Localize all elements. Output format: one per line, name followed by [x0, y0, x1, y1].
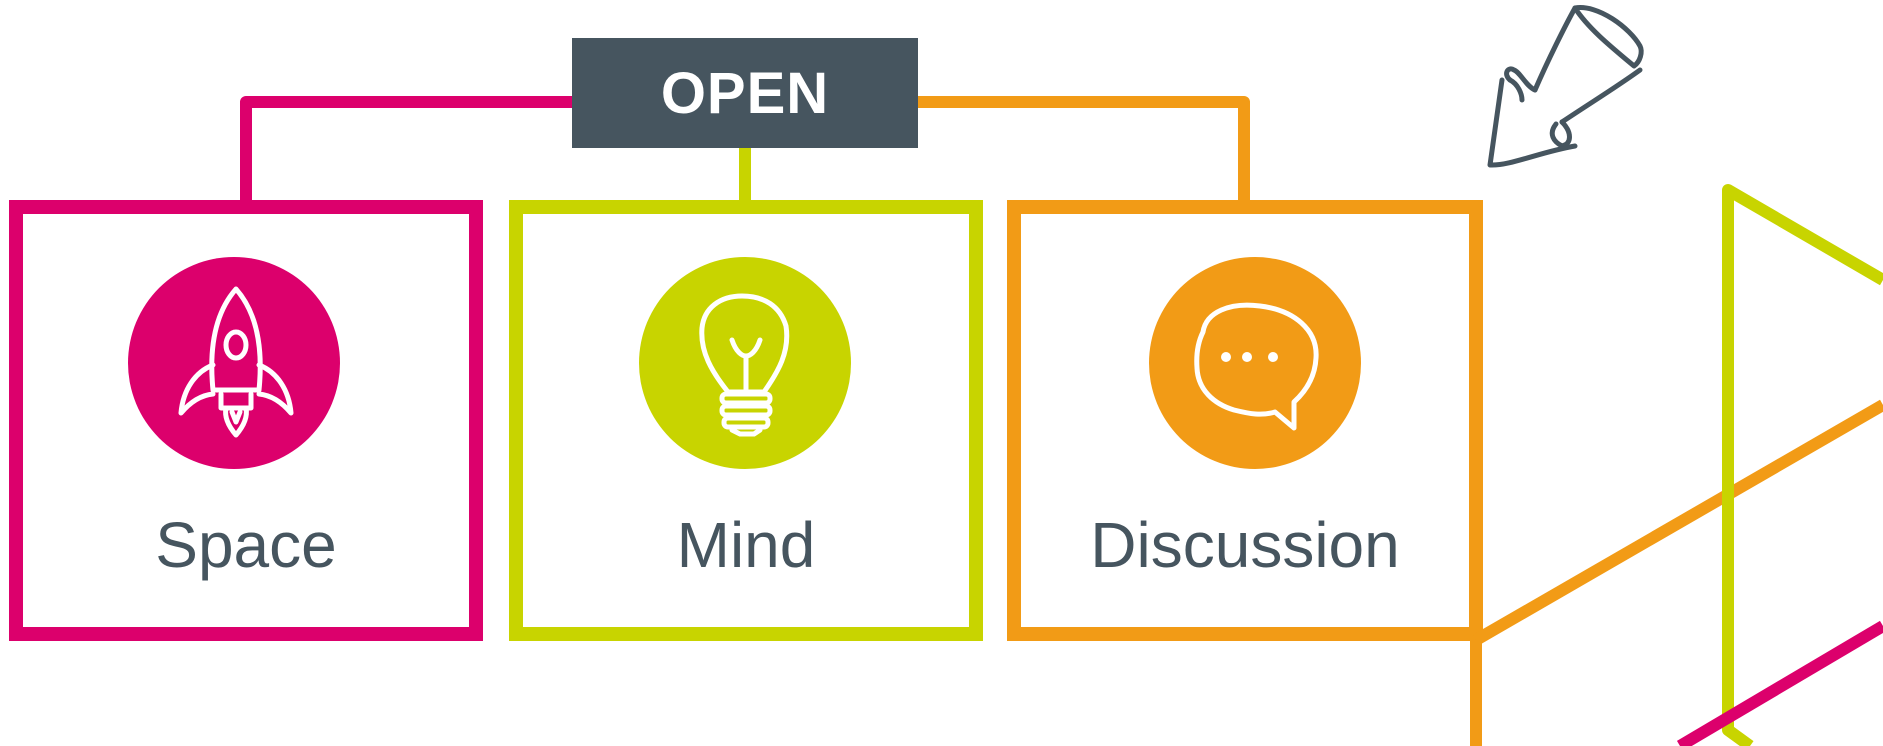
- deco-line-pink: [1676, 620, 1883, 746]
- rocket-icon: [178, 286, 294, 438]
- lightbulb-icon: [699, 293, 790, 437]
- header-open: OPEN: [572, 38, 918, 148]
- circle-space: [128, 257, 340, 469]
- card-label-space: Space: [155, 509, 337, 581]
- card-label-discussion: Discussion: [1090, 509, 1400, 581]
- pen-icon: [1487, 5, 1644, 168]
- connector-space: [240, 96, 572, 205]
- deco-line-orange: [1472, 399, 1883, 646]
- card-label-mind: Mind: [676, 509, 816, 581]
- connector-discussion: [918, 96, 1250, 205]
- speech-bubble-icon: [1194, 302, 1319, 431]
- header-label: OPEN: [660, 60, 830, 126]
- deco-line-lime: [1722, 184, 1883, 746]
- circle-discussion: [1149, 257, 1361, 469]
